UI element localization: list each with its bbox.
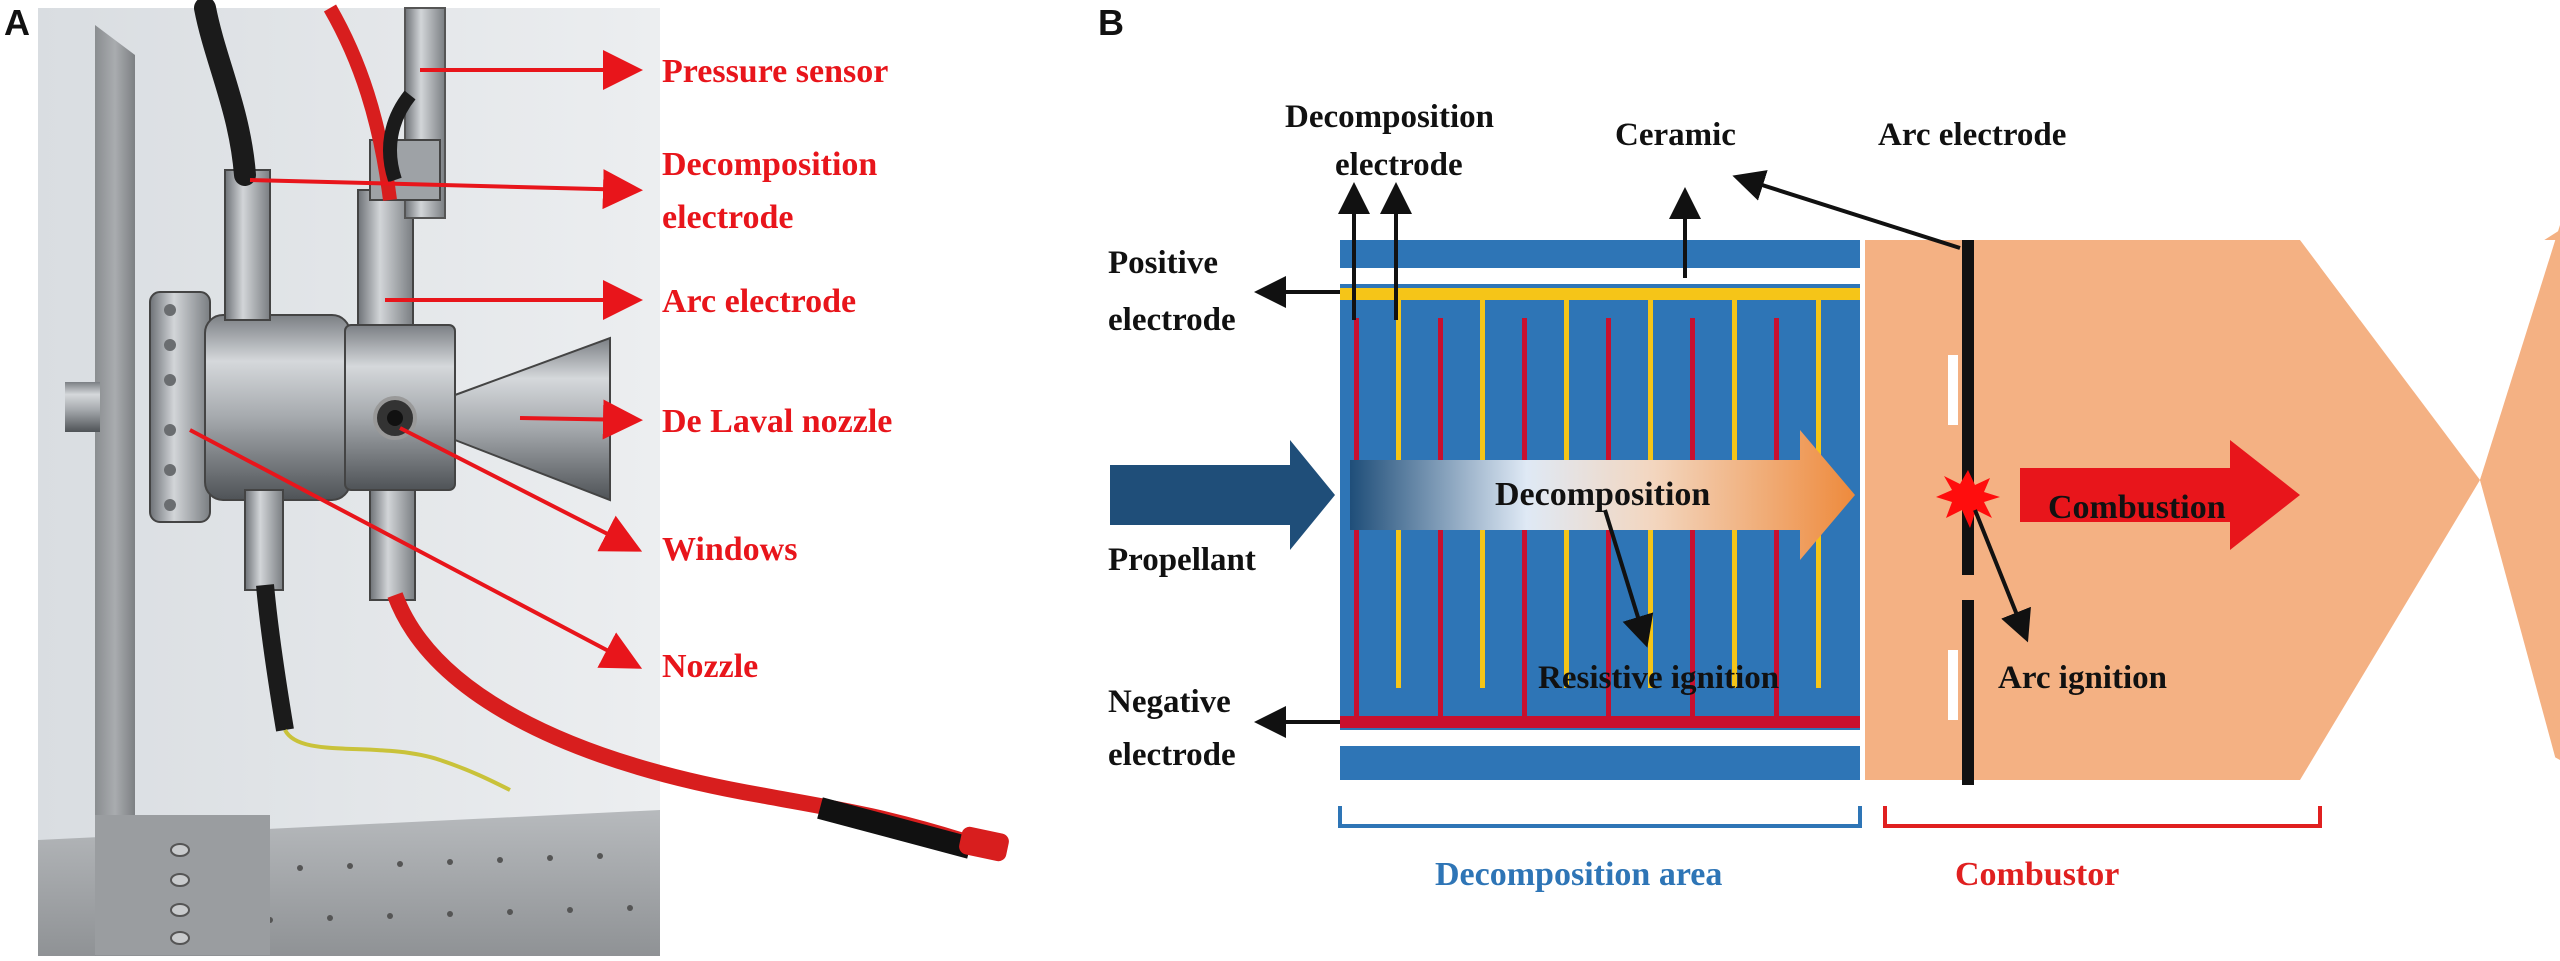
label-resistive-ignition: Resistive ignition bbox=[1538, 660, 1779, 696]
photo-panel: Pressure sensor Decomposition electrode … bbox=[38, 0, 1009, 956]
black-cable-top-left bbox=[194, 0, 256, 186]
arc-spark bbox=[1936, 470, 2000, 528]
flange bbox=[149, 291, 211, 523]
schematic-arrows bbox=[1254, 170, 2031, 738]
nozzle-diverging bbox=[2480, 225, 2560, 740]
arc-electrode-upper bbox=[1962, 240, 1974, 575]
combustion-arrow bbox=[2020, 440, 2300, 550]
label-de-laval-nozzle: De Laval nozzle bbox=[662, 403, 892, 440]
photo-arrows bbox=[189, 50, 643, 669]
label-windows: Windows bbox=[662, 531, 797, 568]
label-negative-electrode-2: electrode bbox=[1108, 737, 1236, 773]
black-cable-mid bbox=[383, 90, 416, 183]
base-bolts bbox=[170, 843, 190, 945]
label-decomp-electrode-1: Decomposition bbox=[1285, 99, 1494, 135]
label-decomposition-electrode-2: electrode bbox=[662, 199, 794, 236]
arc-electrode-fitting bbox=[357, 189, 414, 326]
flange-bolts bbox=[164, 304, 176, 511]
yellow-wire bbox=[283, 728, 511, 792]
hose-end bbox=[959, 826, 1009, 862]
label-decomposition-area: Decomposition area bbox=[1435, 856, 1722, 893]
label-arc-electrode: Arc electrode bbox=[662, 283, 856, 320]
label-nozzle: Nozzle bbox=[662, 648, 758, 685]
hose-sleeve bbox=[817, 797, 973, 859]
label-combustor: Combustor bbox=[1955, 856, 2119, 893]
lower-fitting-left bbox=[244, 489, 284, 591]
decomposition-arrow bbox=[1350, 430, 1855, 560]
decomposition-electrode-fitting bbox=[224, 169, 271, 321]
arc-electrode-lower bbox=[1962, 600, 1974, 785]
label-decomposition: Decomposition bbox=[1495, 476, 1710, 513]
decomposition-area-bracket bbox=[1338, 806, 1862, 828]
ceramic-bottom bbox=[1340, 730, 1860, 746]
label-decomposition-electrode-1: Decomposition bbox=[662, 146, 877, 183]
label-combustion: Combustion bbox=[2048, 489, 2226, 526]
black-cable-bottom bbox=[256, 584, 294, 732]
label-ceramic: Ceramic bbox=[1615, 117, 1736, 153]
label-pressure-sensor: Pressure sensor bbox=[662, 53, 888, 90]
chamber-body bbox=[204, 314, 351, 501]
label-positive-electrode-1: Positive bbox=[1108, 245, 1218, 281]
combustor-bracket bbox=[1883, 806, 2322, 828]
label-arc-ignition: Arc ignition bbox=[1998, 660, 2167, 696]
propellant-arrow bbox=[1110, 440, 1335, 550]
negative-electrode-bar bbox=[1340, 716, 1860, 728]
label-negative-electrode-1: Negative bbox=[1108, 684, 1231, 720]
schematic-panel: Decomposition electrode Ceramic Arc elec… bbox=[1108, 99, 2560, 893]
shaft bbox=[65, 382, 100, 432]
label-positive-electrode-2: electrode bbox=[1108, 302, 1236, 338]
panel-a-letter: A bbox=[4, 2, 30, 43]
label-decomp-electrode-2: electrode bbox=[1335, 147, 1463, 183]
label-propellant: Propellant bbox=[1108, 542, 1256, 578]
panel-b-letter: B bbox=[1098, 2, 1124, 43]
mounting-plate bbox=[95, 25, 135, 956]
positive-electrode-bar bbox=[1340, 288, 1860, 300]
ceramic-top bbox=[1340, 268, 1860, 284]
label-arc-electrode-b: Arc electrode bbox=[1878, 117, 2066, 153]
